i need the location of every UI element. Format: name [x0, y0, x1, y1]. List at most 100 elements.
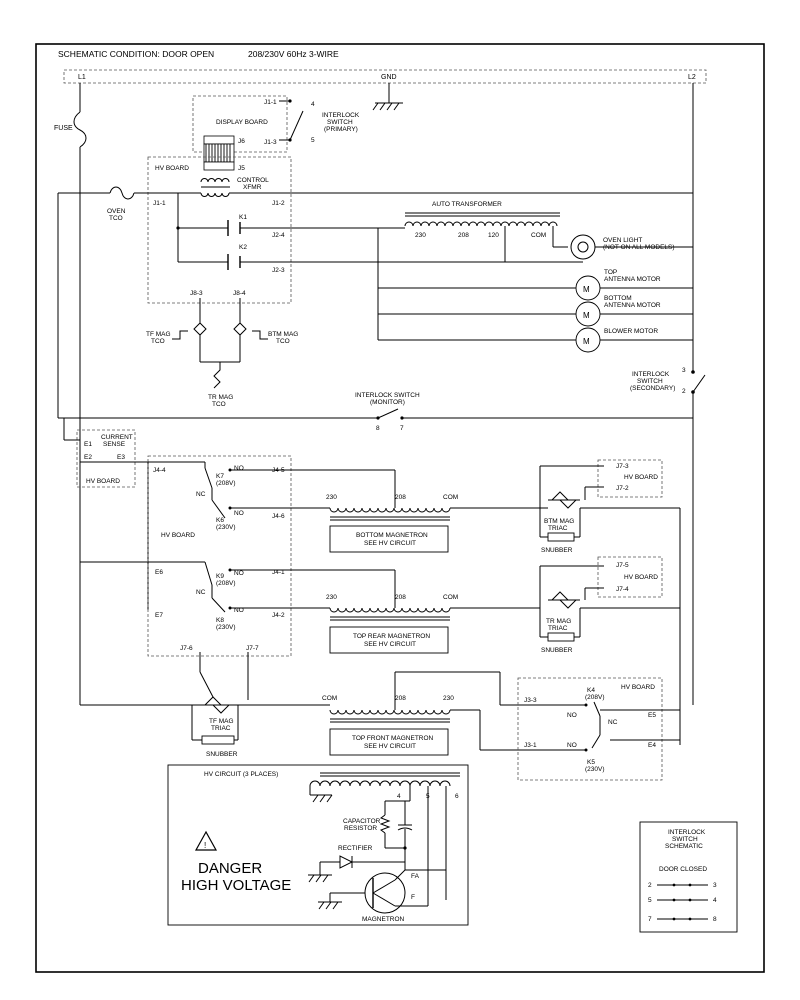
- k7-label-1: K7: [216, 473, 224, 480]
- hvmid-e7: E7: [155, 612, 163, 619]
- interlock-monitor-pin-a: 8: [376, 425, 380, 432]
- tf-mag-triac: [80, 652, 330, 745]
- tr-snubber: SNUBBER: [541, 647, 573, 654]
- auto-transformer-title: AUTO TRANSFORMER: [432, 201, 502, 208]
- hv-pin-4: 4: [397, 793, 401, 800]
- hvmid-nc-2: NC: [196, 589, 206, 596]
- hv-board-top-box: [147, 156, 292, 304]
- tf-mag-tap-com: COM: [322, 695, 337, 702]
- auto-transformer-symbol: [377, 212, 568, 340]
- interlock-secondary-label-2: SWITCH: [637, 378, 663, 385]
- mag-tco-network: [172, 298, 268, 389]
- k5-label-1: K5: [587, 759, 595, 766]
- relay-k1-k2-lines: [176, 193, 583, 270]
- svg-text:M: M: [583, 311, 590, 320]
- interlock-primary-label-1: INTERLOCK: [322, 112, 360, 119]
- legend-title-1: INTERLOCK: [668, 829, 706, 836]
- oven-tco-symbol: [109, 186, 135, 200]
- power-bus: [63, 69, 707, 84]
- hvbot-no-2: NO: [567, 742, 577, 749]
- control-xfmr-symbol: [200, 178, 230, 197]
- current-sense-wiring: [63, 418, 149, 705]
- tr-triac-hv-board-box: [597, 556, 663, 598]
- display-board-box: [192, 95, 288, 153]
- oven-light-symbol: [570, 234, 693, 260]
- top-front-magnetron-box: [329, 728, 449, 756]
- top-antenna-label-2: ANTENNA MOTOR: [604, 276, 661, 283]
- oven-light-label-2: (NOT ON ALL MODELS): [603, 244, 675, 251]
- interlock-secondary-pin-a: 3: [682, 367, 686, 374]
- k7-label-2: (208V): [216, 480, 236, 487]
- k1-contacts: [227, 220, 241, 236]
- hvmid-j4-1: J4-1: [272, 569, 285, 576]
- btm-mag-triac: [539, 465, 680, 542]
- tf-mag-tap-230: 230: [443, 695, 454, 702]
- bottom-magnetron-transformer: [291, 469, 540, 521]
- k4-label-1: K4: [587, 687, 595, 694]
- top-antenna-label-1: TOP: [604, 269, 617, 276]
- interlock-primary-pin-b: 5: [311, 137, 315, 144]
- hvmid-e6: E6: [155, 569, 163, 576]
- current-sense-title-2: SENSE: [103, 441, 126, 448]
- hvtop-k1: K1: [239, 214, 247, 221]
- hvmid-no-4: NO: [234, 607, 244, 614]
- bus-gnd: GND: [381, 74, 397, 81]
- interlock-primary-pin-a: 4: [311, 101, 315, 108]
- legend-door-closed: DOOR CLOSED: [659, 866, 707, 873]
- bottom-magnetron-box: [329, 525, 449, 553]
- oven-light-label-1: OVEN LIGHT: [603, 237, 642, 244]
- btm-triac-board: HV BOARD: [624, 474, 658, 481]
- top-front-magnetron-transformer: [329, 671, 575, 751]
- at-tap-com: COM: [531, 232, 546, 239]
- legend-row2-right: 4: [713, 897, 717, 904]
- btm-mag-tap-com: COM: [443, 494, 458, 501]
- oven-tco-circuit: [57, 186, 693, 419]
- btm-mag-tco-1: BTM MAG: [268, 331, 298, 338]
- current-sense-box: [76, 429, 136, 488]
- header-condition: SCHEMATIC CONDITION: DOOR OPEN: [58, 49, 214, 59]
- top-front-magnetron-label-1: TOP FRONT MAGNETRON: [352, 735, 434, 742]
- hvmid-j4-6: J4-6: [272, 513, 285, 520]
- tr-mag-tap-230: 230: [326, 594, 337, 601]
- header-supply: 208/230V 60Hz 3-WIRE: [248, 49, 339, 59]
- svg-text:M: M: [583, 337, 590, 346]
- hvbot-e5: E5: [648, 712, 656, 719]
- interlock-secondary-pin-b: 2: [682, 388, 686, 395]
- bottom-antenna-label-2: ANTENNA MOTOR: [604, 302, 661, 309]
- hvtop-j2-4: J2-4: [272, 232, 285, 239]
- tf-mag-tap-208: 208: [395, 695, 406, 702]
- k2-contacts: [227, 254, 241, 270]
- bottom-antenna-label-1: BOTTOM: [604, 295, 632, 302]
- hvtop-j1-2: J1-2: [272, 200, 285, 207]
- interlock-legend-box: [639, 821, 738, 933]
- hvmid-no-1: NO: [234, 465, 244, 472]
- tr-mag-tco-2: TCO: [212, 401, 226, 408]
- current-sense-e2: E2: [84, 454, 92, 461]
- tf-triac-label-1: TF MAG: [209, 718, 234, 725]
- hv-board-mid-box: [147, 455, 292, 657]
- hv-circuit-schematic: [308, 772, 460, 914]
- hvbot-nc: NC: [608, 719, 618, 726]
- at-tap-208: 208: [458, 232, 469, 239]
- hvtop-j2-3: J2-3: [272, 267, 285, 274]
- magnetron-label: MAGNETRON: [362, 916, 405, 923]
- rectifier-label: RECTIFIER: [338, 845, 373, 852]
- hvtop-j8-4: J8-4: [233, 290, 246, 297]
- legend-row2-left: 5: [648, 897, 652, 904]
- interlock-secondary-label-3: (SECONDARY): [630, 385, 675, 392]
- k6-label-1: K6: [216, 517, 224, 524]
- tr-triac-pin-b: J7-4: [616, 586, 629, 593]
- legend-title-3: SCHEMATIC: [665, 843, 703, 850]
- high-voltage-label: HIGH VOLTAGE: [181, 877, 291, 894]
- display-j6: J6: [238, 138, 245, 145]
- top-front-magnetron-label-2: SEE HV CIRCUIT: [364, 743, 416, 750]
- danger-label: DANGER: [198, 860, 262, 877]
- btm-mag-tco-2: TCO: [276, 338, 290, 345]
- blower-motor: M: [575, 327, 601, 353]
- tf-mag-tco-2: TCO: [151, 338, 165, 345]
- hvbot-no-1: NO: [567, 712, 577, 719]
- hvtop-j8-3: J8-3: [190, 290, 203, 297]
- bus-l2: L2: [688, 74, 696, 81]
- tr-mag-tap-com: COM: [443, 594, 458, 601]
